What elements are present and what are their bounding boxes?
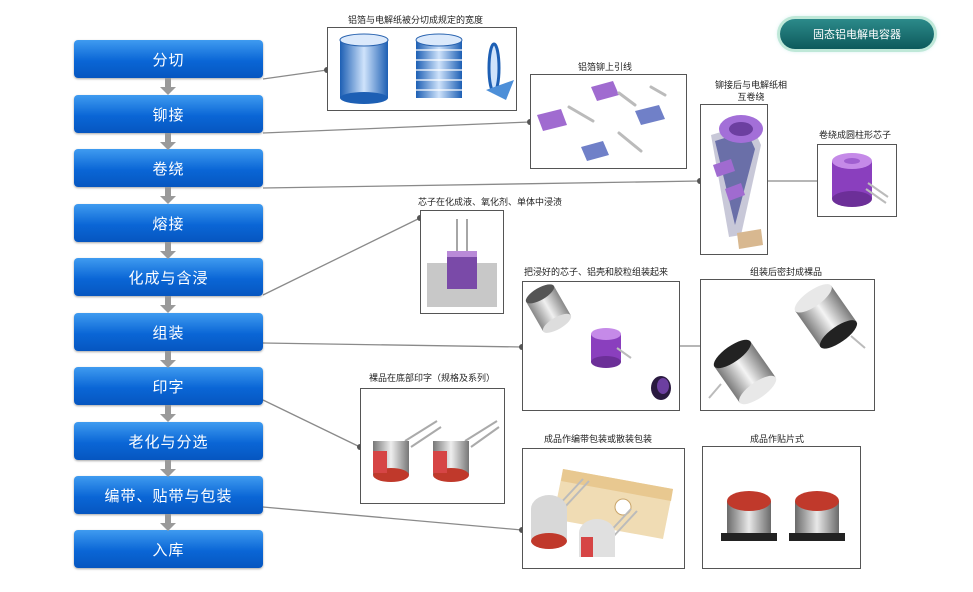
step-formation-impregnation[interactable]: 化成与含浸 — [74, 258, 263, 296]
down-arrow-icon — [160, 351, 176, 368]
slitting-image — [327, 27, 517, 111]
down-arrow-icon — [160, 296, 176, 313]
caption-riveting: 铝箔铆上引线 — [578, 63, 633, 73]
caption-taping: 成品作编带包装或散装包装 — [544, 435, 653, 445]
smd-image — [702, 446, 861, 569]
step-slitting[interactable]: 分切 — [74, 40, 263, 78]
caption-smd: 成品作贴片式 — [750, 435, 805, 445]
caption-winding: 铆接后与电解纸相 互卷绕 — [714, 81, 787, 103]
down-arrow-icon — [160, 133, 176, 150]
printing-image — [360, 388, 505, 504]
down-arrow-icon — [160, 514, 176, 531]
step-printing[interactable]: 印字 — [74, 367, 263, 405]
down-arrow-icon — [160, 78, 176, 95]
step-warehousing[interactable]: 入库 — [74, 530, 263, 568]
sealed-image — [700, 279, 875, 411]
title-badge: 固态铝电解电容器 — [780, 19, 934, 49]
step-assembly[interactable]: 组装 — [74, 313, 263, 351]
step-welding[interactable]: 熔接 — [74, 204, 263, 242]
caption-assembly: 把浸好的芯子、铝壳和胶粒组装起来 — [524, 268, 669, 278]
riveting-image — [530, 74, 687, 169]
core-image — [817, 144, 897, 217]
step-aging-sorting[interactable]: 老化与分选 — [74, 422, 263, 460]
down-arrow-icon — [160, 460, 176, 477]
down-arrow-icon — [160, 405, 176, 422]
step-riveting[interactable]: 铆接 — [74, 95, 263, 133]
taping-image — [522, 448, 685, 569]
step-taping-packaging[interactable]: 编带、贴带与包装 — [74, 476, 263, 514]
down-arrow-icon — [160, 242, 176, 259]
impregnation-image — [420, 210, 504, 314]
caption-slitting: 铝箔与电解纸被分切成规定的宽度 — [348, 16, 484, 26]
step-winding[interactable]: 卷绕 — [74, 149, 263, 187]
caption-sealed: 组装后密封成裸品 — [750, 268, 823, 278]
assembly-image — [522, 281, 680, 411]
caption-impregnation: 芯子在化成液、氧化剂、单体中浸渍 — [418, 198, 563, 208]
down-arrow-icon — [160, 187, 176, 204]
caption-printing: 裸品在底部印字（规格及系列） — [369, 374, 496, 384]
winding-image — [700, 104, 768, 255]
caption-core: 卷绕成圆柱形芯子 — [819, 131, 892, 141]
